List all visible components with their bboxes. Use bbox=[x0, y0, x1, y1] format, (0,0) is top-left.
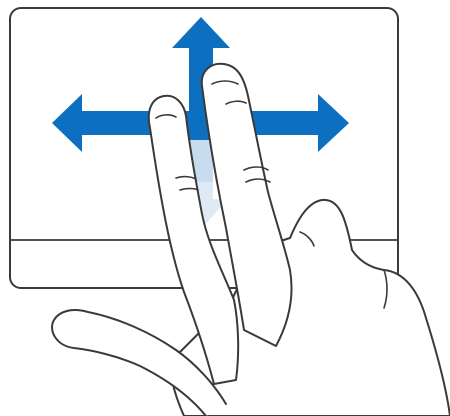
illustration-canvas bbox=[0, 0, 450, 416]
two-finger-scroll-illustration bbox=[0, 0, 450, 416]
